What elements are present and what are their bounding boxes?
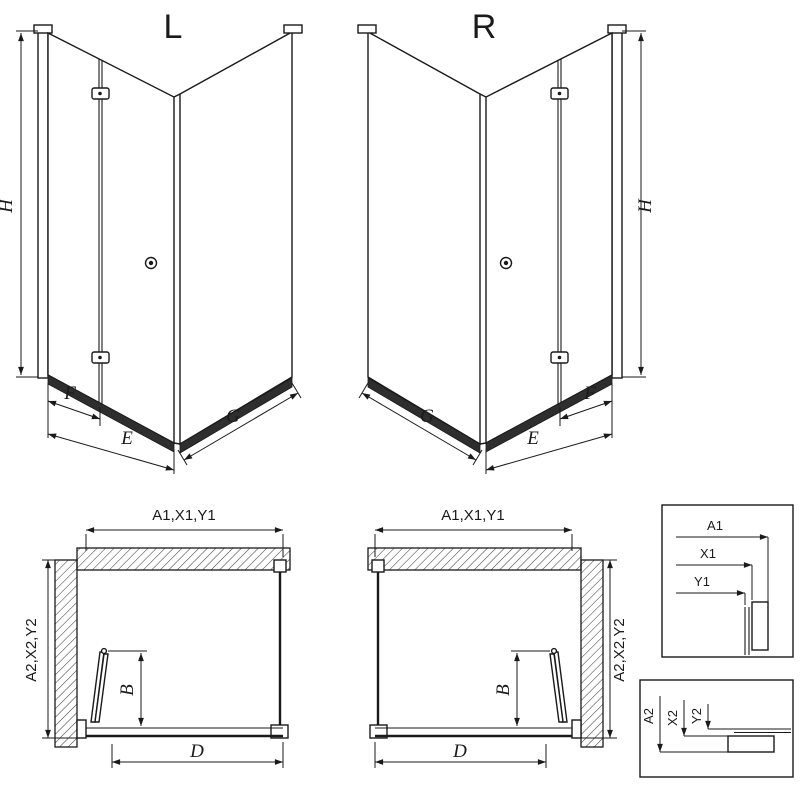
top-bracket: [33, 24, 53, 34]
dim-d-label: D: [452, 741, 467, 762]
top-bracket: [607, 24, 627, 34]
perspective-view-right: R H: [357, 8, 656, 474]
wall-hatch-right: [580, 559, 604, 748]
side-glass-panel: [357, 24, 481, 446]
dim-a1-detail: A1: [676, 518, 769, 602]
dim-g-label: G: [420, 406, 434, 427]
folded-door-leaf: [549, 653, 564, 723]
corner-post: [173, 93, 181, 445]
dim-b-label: B: [493, 684, 514, 696]
dim-f-right: F: [559, 383, 613, 438]
fold-hinge-pivot: [100, 647, 108, 655]
corner-post: [479, 93, 487, 445]
door-assembly-plan: [375, 647, 582, 739]
detail-box-a2: A2 X2 Y2: [639, 679, 794, 778]
dim-y2-detail: Y2: [689, 704, 734, 730]
front-door-panel: [47, 31, 175, 445]
dim-e-right: E: [485, 428, 613, 474]
dim-a2x2y2-label: A2,X2,Y2: [23, 618, 40, 681]
dim-g-label: G: [226, 406, 240, 427]
dim-h-right: H: [622, 30, 656, 378]
wall-profile-section: [727, 728, 791, 753]
dim-y2-label: Y2: [689, 708, 704, 724]
wall-connector-profile: [371, 559, 385, 573]
dim-e-left: E: [47, 428, 175, 474]
dim-e-label: E: [120, 428, 133, 449]
dim-h-left: H: [0, 30, 38, 378]
top-bracket: [357, 24, 377, 34]
dim-d-label: D: [189, 741, 204, 762]
dim-a1x1y1-label: A1,X1,Y1: [441, 507, 504, 524]
dim-y1-label: Y1: [694, 574, 710, 589]
side-glass-plan: [369, 559, 388, 739]
dim-a2x2y2-right: A2,X2,Y2: [580, 559, 628, 739]
variant-label-left: L: [164, 8, 183, 46]
dim-x1-detail: X1: [676, 546, 753, 600]
dim-f-label: F: [583, 383, 596, 404]
wall-connector-profile: [273, 559, 287, 573]
door-assembly-plan: [76, 647, 283, 739]
dim-e-label: E: [526, 428, 539, 449]
dim-a2x2y2-label: A2,X2,Y2: [611, 618, 628, 681]
side-glass-panel: [179, 24, 303, 446]
dim-a2x2y2-left: A2,X2,Y2: [23, 559, 78, 739]
door-wall-profile: [571, 719, 582, 739]
dim-a2-detail: A2: [641, 696, 728, 753]
dim-a1-label: A1: [707, 518, 723, 533]
dim-g-right: G: [358, 382, 483, 466]
dim-f-label: F: [63, 383, 76, 404]
dim-x1-label: X1: [700, 546, 716, 561]
door-wall-profile: [76, 719, 87, 739]
side-glass-plan: [270, 559, 289, 739]
dim-x2-detail: X2: [665, 700, 728, 737]
dim-d-right: D: [374, 741, 547, 768]
wall-hatch-top: [367, 547, 582, 571]
front-door-panel: [485, 31, 613, 445]
variant-label-right: R: [472, 8, 497, 46]
fold-hinge-pivot: [550, 647, 558, 655]
dim-x2-label: X2: [665, 710, 680, 726]
dim-b-left: B: [108, 650, 147, 726]
dim-h-label: H: [635, 198, 656, 214]
wall-hatch-left: [54, 559, 78, 748]
plan-view-right: A1,X1,Y1 B: [367, 507, 628, 768]
dim-f-left: F: [47, 383, 101, 438]
dim-d-left: D: [111, 741, 284, 768]
dim-a1x1y1-label: A1,X1,Y1: [152, 507, 215, 524]
dim-b-label: B: [117, 684, 138, 696]
detail-box-a1: A1 X1 Y1: [661, 504, 794, 658]
dim-b-right: B: [493, 650, 550, 726]
wall-hatch-top: [76, 547, 291, 571]
dim-a2-label: A2: [641, 708, 656, 724]
wall-profile-section: [744, 601, 769, 655]
dim-g-left: G: [177, 382, 302, 466]
folded-door-leaf: [94, 653, 109, 723]
top-bracket: [283, 24, 303, 34]
dim-y1-detail: Y1: [676, 574, 746, 605]
dim-h-label: H: [0, 198, 17, 214]
plan-view-left: A1,X1,Y1 B: [23, 507, 291, 768]
perspective-view-left: L H: [0, 8, 303, 474]
